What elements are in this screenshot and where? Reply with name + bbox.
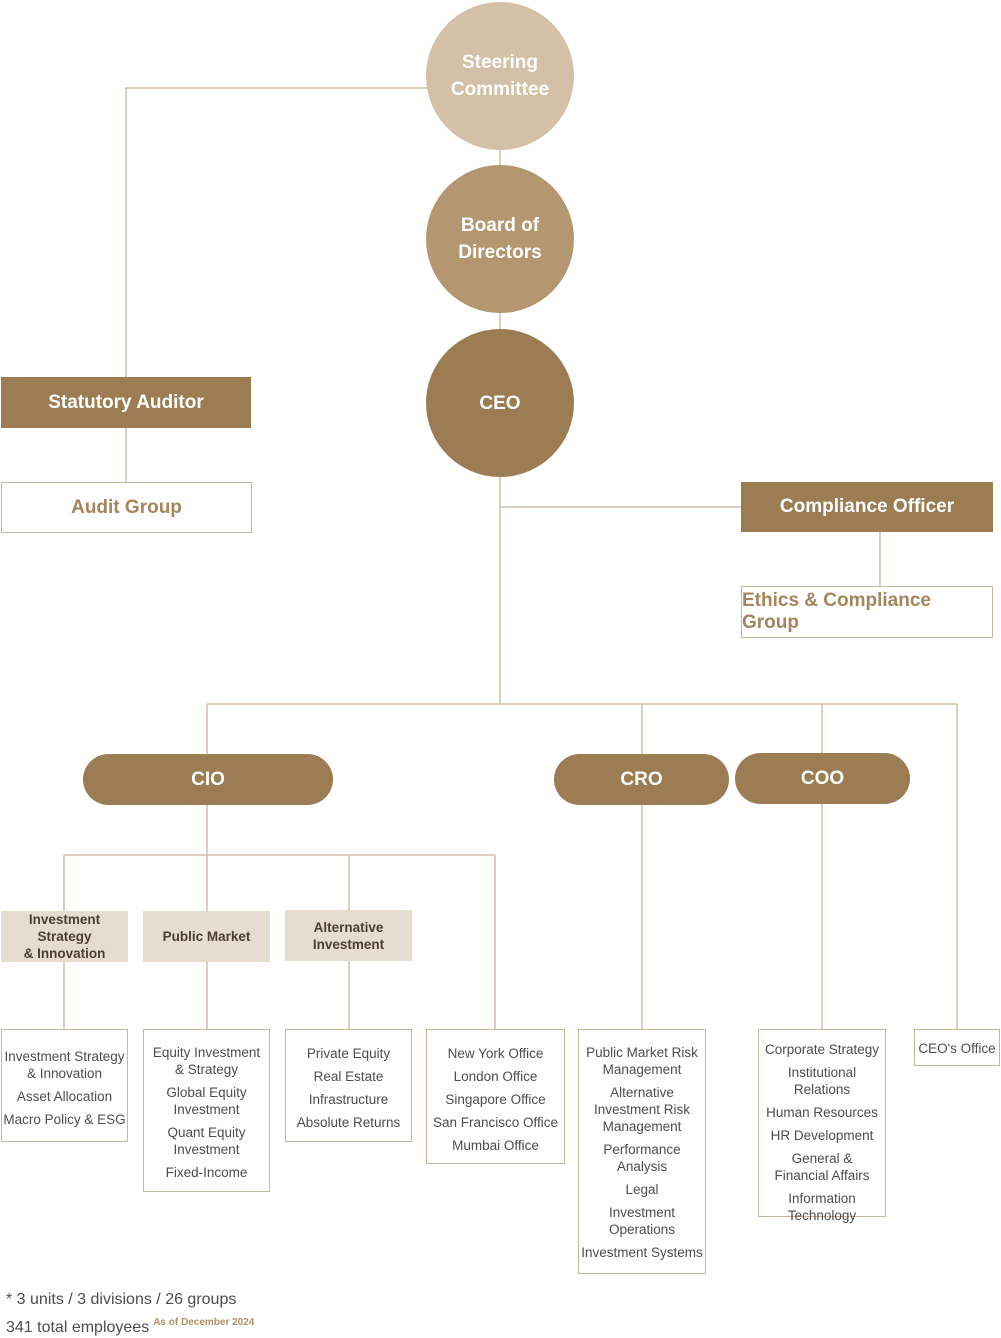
audit-group-box: Audit Group <box>1 482 252 533</box>
ethics-compliance-group-box: Ethics & Compliance Group <box>741 586 993 638</box>
group-item: Quant Equity Investment <box>167 1125 246 1157</box>
group-item: Mumbai Office <box>452 1138 539 1153</box>
group-item: Performance Analysis <box>603 1142 681 1174</box>
group-list-investment-strategy: Investment Strategy & Innovation Asset A… <box>1 1029 128 1142</box>
group-list-cro: Public Market Risk Management Alternativ… <box>578 1029 706 1274</box>
cio-node: CIO <box>83 754 333 805</box>
group-item: Public Market Risk Management <box>586 1045 698 1077</box>
group-item: London Office <box>453 1069 538 1084</box>
division-investment-strategy: Investment Strategy & Innovation <box>1 911 128 962</box>
division-public-market: Public Market <box>143 911 270 962</box>
group-list-overseas-offices: New York Office London Office Singapore … <box>426 1029 565 1164</box>
compliance-officer-box: Compliance Officer <box>741 482 993 532</box>
group-list-coo: Corporate Strategy Institutional Relatio… <box>758 1029 886 1223</box>
group-item: Asset Allocation <box>16 1089 113 1104</box>
board-of-directors-node: Board of Directors <box>426 165 574 313</box>
group-item: Institutional Relations <box>787 1065 857 1097</box>
group-list-alternative-investment: Private Equity Real Estate Infrastructur… <box>285 1029 412 1142</box>
group-item: Real Estate <box>313 1069 384 1084</box>
group-item: Human Resources <box>766 1105 878 1120</box>
group-item: San Francisco Office <box>432 1115 559 1130</box>
group-list-ceo-office: CEO's Office <box>914 1029 1000 1066</box>
group-item: HR Development <box>770 1128 874 1143</box>
group-item: Investment Systems <box>581 1245 703 1260</box>
group-item: Legal <box>625 1182 659 1197</box>
division-alternative-investment: Alternative Investment <box>285 910 412 961</box>
footnote-units: * 3 units / 3 divisions / 26 groups <box>6 1291 237 1308</box>
group-item: CEO's Office <box>918 1041 996 1056</box>
coo-node: COO <box>735 753 910 804</box>
group-item: Investment Operations <box>608 1205 676 1237</box>
group-item: Singapore Office <box>445 1092 546 1107</box>
group-item: Corporate Strategy <box>764 1042 880 1057</box>
group-item: General & Financial Affairs <box>774 1151 870 1183</box>
as-of-date: As of December 2024 <box>153 1317 255 1328</box>
group-item: Global Equity Investment <box>166 1085 247 1117</box>
group-item: Fixed-Income <box>165 1165 248 1180</box>
group-item: Investment Strategy & Innovation <box>4 1049 125 1081</box>
cro-node: CRO <box>554 754 729 805</box>
group-item: Infrastructure <box>308 1092 389 1107</box>
group-item: Private Equity <box>306 1046 391 1061</box>
group-item: Macro Policy & ESG <box>3 1112 126 1127</box>
group-item: Equity Investment & Strategy <box>152 1045 261 1077</box>
steering-committee-node: Steering Committee <box>426 2 574 150</box>
employee-count: 341 total employees <box>6 1319 150 1336</box>
statutory-auditor-box: Statutory Auditor <box>1 377 251 428</box>
group-list-public-market: Equity Investment & Strategy Global Equi… <box>143 1029 270 1192</box>
group-item: Information Technology <box>787 1191 857 1223</box>
ceo-node: CEO <box>426 329 574 477</box>
group-item: Absolute Returns <box>296 1115 401 1130</box>
group-item: Alternative Investment Risk Management <box>593 1085 691 1134</box>
group-item: New York Office <box>447 1046 544 1061</box>
